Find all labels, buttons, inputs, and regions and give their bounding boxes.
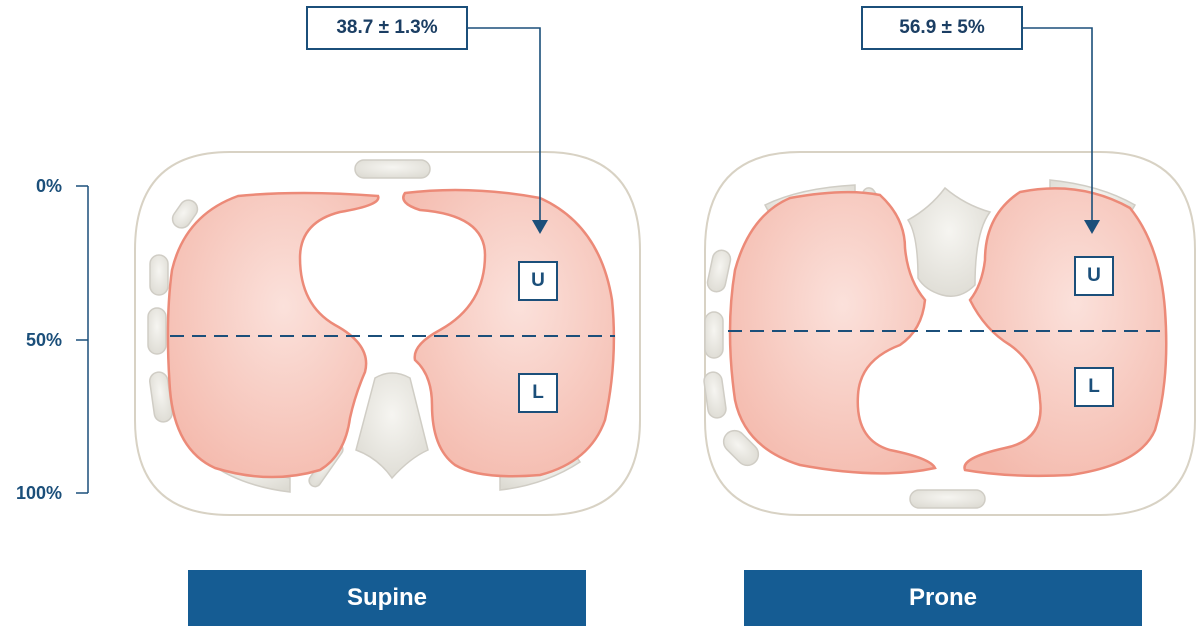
supine-body-outline — [134, 151, 641, 516]
supine-vertebra — [355, 372, 429, 480]
prone-banner: Prone — [744, 570, 1142, 626]
supine-cross-section — [134, 27, 641, 516]
supine-zone-lower: L — [518, 373, 558, 413]
prone-zone-lower: L — [1074, 367, 1114, 407]
prone-body-outline — [704, 151, 1196, 516]
axis-label-mid: 50% — [25, 330, 62, 350]
prone-callout-value: 56.9 ± 5% — [861, 6, 1023, 50]
axis-label-top: 0% — [35, 176, 62, 196]
supine-callout-arrow — [468, 27, 541, 228]
prone-cross-section — [703, 27, 1196, 516]
axis-label-bottom: 100% — [15, 483, 62, 503]
prone-lung-right — [963, 187, 1168, 478]
supine-zone-upper: U — [518, 261, 558, 301]
supine-lung-left — [166, 191, 380, 479]
prone-lung-left — [728, 190, 937, 475]
vertical-axis — [76, 185, 89, 494]
prone-sternum-rib — [909, 489, 986, 509]
prone-callout-arrow — [1022, 27, 1093, 228]
supine-lung-right — [402, 188, 616, 478]
supine-sternum-rib — [354, 159, 431, 179]
prone-zone-upper: U — [1074, 256, 1114, 296]
supine-banner: Supine — [188, 570, 586, 626]
supine-callout-value: 38.7 ± 1.3% — [306, 6, 468, 50]
prone-vertebra — [906, 186, 992, 297]
